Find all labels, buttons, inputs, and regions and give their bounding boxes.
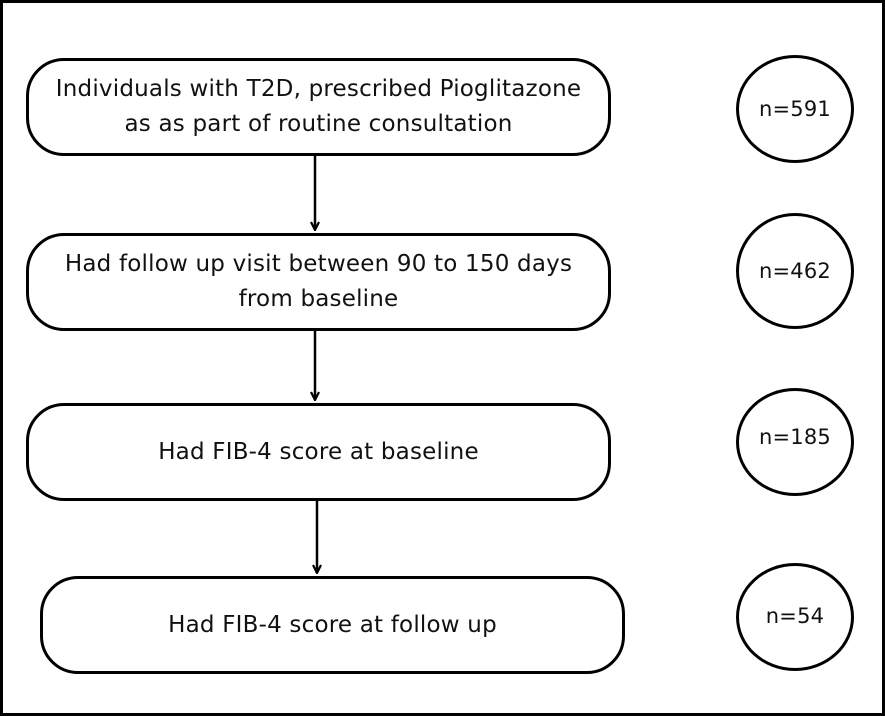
stage-box-2: Had follow up visit between 90 to 150 da… (26, 233, 611, 331)
count-label-1: n=591 (759, 97, 831, 121)
connector-arrows (3, 153, 882, 713)
count-label-3: n=185 (759, 425, 831, 449)
count-circle-1: n=591 (736, 55, 854, 163)
stage-label-4: Had FIB-4 score at follow up (168, 611, 497, 638)
count-circle-3: n=185 (736, 388, 854, 496)
stage-label-2: Had follow up visit between 90 to 150 da… (64, 251, 573, 312)
count-circle-2: n=462 (736, 213, 854, 329)
stage-box-4: Had FIB-4 score at follow up (40, 576, 625, 674)
count-circle-4: n=54 (736, 563, 854, 671)
stage-box-3: Had FIB-4 score at baseline (26, 403, 611, 501)
stage-label-1: Individuals with T2D, prescribed Pioglit… (55, 76, 582, 137)
stage-box-1: Individuals with T2D, prescribed Pioglit… (26, 58, 611, 156)
stage-label-3: Had FIB-4 score at baseline (158, 438, 479, 465)
count-label-2: n=462 (759, 259, 831, 283)
count-label-4: n=54 (765, 604, 825, 628)
